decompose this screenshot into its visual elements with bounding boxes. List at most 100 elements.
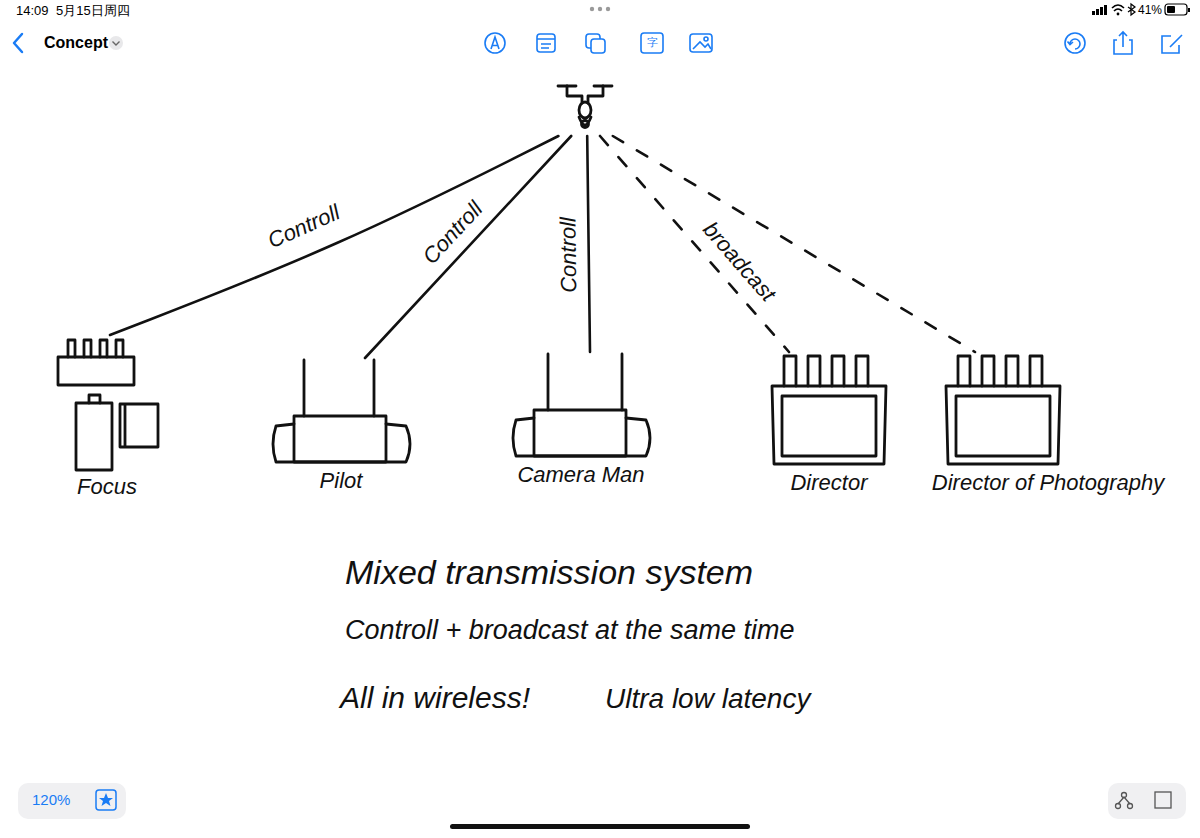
device-label: Director <box>790 470 867 496</box>
battery-body <box>1165 4 1187 15</box>
share-icon <box>1114 32 1132 54</box>
image-tool-sun <box>704 37 708 41</box>
battery-icon <box>1165 4 1190 15</box>
control-link <box>110 136 558 335</box>
drone-arm <box>567 86 603 103</box>
dot <box>590 7 594 11</box>
pen-tool-icon <box>485 33 505 53</box>
wifi-arc <box>1112 5 1124 11</box>
receiver-body <box>58 357 134 385</box>
receiver-antennas <box>68 340 123 357</box>
dop-monitor-sketch <box>946 356 1060 464</box>
back-chevron <box>14 34 22 52</box>
controller-screen <box>294 416 386 462</box>
document-title: Concept <box>44 33 108 52</box>
text-tool-icon <box>537 34 555 52</box>
focus-handle <box>76 403 112 470</box>
home-indicator <box>450 824 750 829</box>
link-label: Controll <box>555 217 582 293</box>
monitor-antennas <box>958 356 1042 386</box>
focus-screen <box>120 404 158 447</box>
controller-antennas <box>548 354 622 410</box>
drone-node <box>552 78 616 136</box>
undo-icon <box>1065 33 1085 53</box>
undo-glyph <box>1068 39 1081 49</box>
title-menu-chevron <box>113 42 120 46</box>
controller-antennas <box>304 360 374 416</box>
text-tool-lines <box>537 39 555 48</box>
tree-icon-node <box>1122 793 1127 798</box>
monitor-body <box>946 386 1060 464</box>
focus-knob <box>89 395 100 403</box>
battery-percent: 41% <box>1138 3 1162 17</box>
textbox-tool-icon <box>641 33 663 53</box>
zoom-level: 120% <box>32 791 70 809</box>
image-tool-icon <box>690 34 712 52</box>
wifi-dot <box>1117 13 1120 16</box>
controller-screen <box>534 410 626 456</box>
status-time: 14:09 <box>16 3 49 19</box>
device-node: Director of Photography <box>928 352 1168 500</box>
status-date: 5月15日周四 <box>56 3 130 19</box>
battery-level <box>1167 6 1175 13</box>
toolbar-icons <box>485 32 1182 54</box>
bluetooth-icon <box>1128 4 1135 15</box>
pilot-controller-sketch <box>273 360 410 462</box>
pen-tool-glyph <box>491 37 499 49</box>
dot <box>606 7 610 11</box>
battery-tip <box>1188 8 1190 12</box>
device-node: Pilot <box>268 358 414 498</box>
device-label: Pilot <box>320 468 363 494</box>
signal-bar <box>1100 7 1103 15</box>
handwritten-note: Controll + broadcast at the same time <box>345 614 794 646</box>
handwritten-note: All in wireless! <box>340 680 530 716</box>
broadcast-link <box>613 136 975 352</box>
wifi-icon <box>1112 5 1124 15</box>
director-monitor-sketch <box>772 356 886 464</box>
handwritten-note: Ultra low latency <box>605 682 810 716</box>
controller-body <box>273 424 410 462</box>
dot <box>598 7 602 11</box>
controller-body <box>513 418 650 456</box>
broadcast-link <box>600 136 789 352</box>
favorite-star <box>99 793 113 806</box>
signal-bar <box>1092 11 1095 15</box>
toolbar-icon-glyph: 字 <box>647 36 658 49</box>
status-dots <box>590 7 610 11</box>
device-label: Focus <box>77 474 137 500</box>
device-node: Focus <box>52 335 162 504</box>
control-link <box>365 136 571 358</box>
shape-tool-icon <box>591 39 605 53</box>
tree-icon-node <box>1128 804 1133 809</box>
control-link <box>587 136 590 352</box>
handwritten-note: Mixed transmission system <box>345 552 753 593</box>
tree-icon-node <box>1116 804 1121 809</box>
monitor-antennas <box>784 356 868 386</box>
signal-bar <box>1104 5 1107 15</box>
link-label: Controll <box>418 197 489 271</box>
title-menu-button <box>109 36 123 50</box>
link-label: broadcast <box>698 217 781 307</box>
compose-icon <box>1162 35 1182 53</box>
device-sketches <box>58 86 1060 470</box>
signal-icon <box>1092 5 1107 15</box>
drone-camera <box>582 121 589 128</box>
frame-icon <box>1155 792 1171 808</box>
drone-sketch <box>558 86 612 128</box>
link-label: Controll <box>264 200 344 255</box>
monitor-screen <box>956 396 1050 456</box>
signal-bar <box>1096 9 1099 15</box>
device-node: Camera Man <box>508 352 654 492</box>
focus-receiver-sketch <box>58 340 158 470</box>
view-icons <box>1116 792 1172 809</box>
image-tool-glyph <box>693 42 711 49</box>
view-pill <box>1108 783 1186 819</box>
camera-controller-sketch <box>513 354 650 456</box>
device-node: Director <box>770 352 888 500</box>
favorite-button <box>96 790 116 810</box>
